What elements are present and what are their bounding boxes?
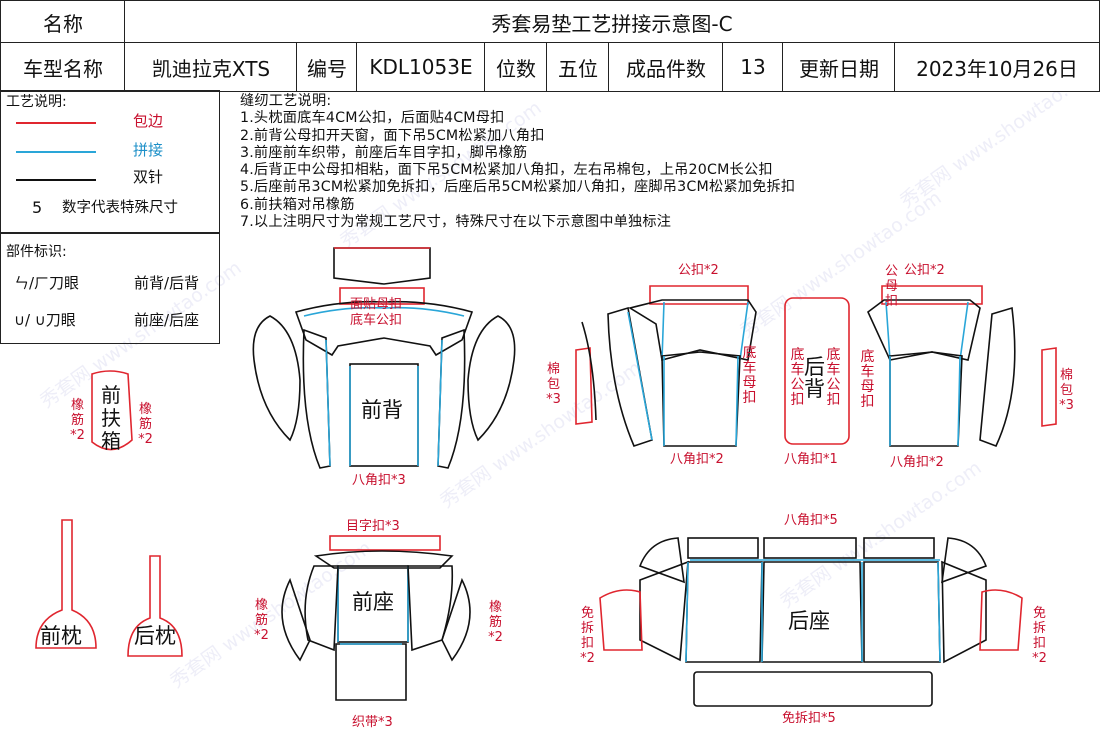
count-value-cell: 13 xyxy=(722,42,784,92)
process-step: 6.前扶箱对吊橡筋 xyxy=(240,196,355,213)
count-value: 13 xyxy=(740,55,766,79)
parts-legend-row2-symbol: ∪/ ∪刀眼 xyxy=(14,311,76,329)
code-label-cell: 编号 xyxy=(296,42,358,92)
front-back-top-note-2: 底车公扣 xyxy=(350,313,403,328)
front-back-pieces xyxy=(252,247,516,469)
legend-line-red xyxy=(16,122,96,124)
parts-legend-row2-text: 前座/后座 xyxy=(134,311,200,329)
rear-seat-pieces xyxy=(599,537,1023,707)
rear-seat-right-note: 免拆扣*2 xyxy=(1032,606,1047,666)
model-label-cell: 车型名称 xyxy=(0,42,126,92)
front-headrest-label: 前枕 xyxy=(40,624,82,648)
front-seat-pieces xyxy=(281,535,471,701)
name-label: 名称 xyxy=(43,11,83,36)
rear-back-left-side-note: 底车母扣 xyxy=(742,345,757,406)
model-label: 车型名称 xyxy=(23,56,103,81)
seats-label-cell: 位数 xyxy=(484,42,548,92)
count-label-cell: 成品件数 xyxy=(608,42,724,92)
process-title: 缝纫工艺说明: xyxy=(240,93,332,109)
armrest-piece xyxy=(91,370,133,451)
rear-back-bottom-right-note: 八角扣*2 xyxy=(890,455,944,470)
rear-back-left-top-note: 公扣*2 xyxy=(678,263,719,278)
model-value-cell: 凯迪拉克XTS xyxy=(124,42,298,92)
process-step: 2.前背公母扣开天窗，面下吊5CM松紧加八角扣 xyxy=(240,127,545,144)
rear-back-pieces xyxy=(575,285,1057,448)
date-value-cell: 2023年10月26日 xyxy=(894,42,1100,92)
front-back-bottom-note: 八角扣*3 xyxy=(352,473,406,488)
code-value: KDL1053E xyxy=(369,55,473,79)
rear-back-center-left-note: 底车公扣 xyxy=(790,347,805,408)
front-seat-left-note: 橡筋*2 xyxy=(254,598,269,643)
date-value: 2023年10月26日 xyxy=(916,56,1078,81)
rear-back-cotton-right: 棉包*3 xyxy=(1059,368,1074,413)
rear-back-right-side-note: 底车母扣 xyxy=(860,349,875,410)
legend-num-sample: 5 xyxy=(32,198,43,217)
model-value: 凯迪拉克XTS xyxy=(151,56,271,81)
process-step: 5.后座前吊3CM松紧加免拆扣，后座后吊5CM松紧加八角扣，座脚吊3CM松紧加免… xyxy=(240,179,796,196)
code-value-cell: KDL1053E xyxy=(356,42,486,92)
front-headrest-piece xyxy=(35,519,97,649)
rear-seat-label: 后座 xyxy=(788,609,830,633)
rear-back-center-right-note: 底车公扣 xyxy=(826,347,841,408)
rear-seat-top-note: 八角扣*5 xyxy=(784,513,838,528)
front-back-label: 前背 xyxy=(361,398,403,422)
rear-back-right-top-vnote: 公母扣 xyxy=(884,264,898,309)
armrest-left-note: 橡筋*2 xyxy=(70,398,85,443)
seats-value: 五位 xyxy=(558,56,598,81)
legend-box xyxy=(0,90,220,234)
legend-num-text: 数字代表特殊尺寸 xyxy=(62,200,178,216)
legend-title: 工艺说明: xyxy=(6,94,67,110)
process-step: 7.以上注明尺寸为常规工艺尺寸，特殊尺寸在以下示意图中单独标注 xyxy=(240,214,672,231)
seats-label: 位数 xyxy=(496,56,536,81)
front-back-top-note-1: 面贴母扣 xyxy=(350,297,403,312)
rear-back-label: 后背 xyxy=(804,355,825,401)
rear-seat-bottom-note: 免拆扣*5 xyxy=(782,711,836,726)
parts-legend-box xyxy=(0,232,220,344)
rear-back-cotton-left: 棉包*3 xyxy=(546,362,561,407)
process-notes: 缝纫工艺说明: 1.头枕面底车4CM公扣，后面贴4CM母扣 2.前背公母扣开天窗… xyxy=(240,93,795,231)
legend-label-wrap: 包边 xyxy=(133,112,164,130)
date-label: 更新日期 xyxy=(799,56,879,81)
process-step: 3.前座前车织带，前座后车目字扣，脚吊橡筋 xyxy=(240,144,528,161)
rear-headrest-piece xyxy=(127,555,183,657)
front-seat-bottom-note: 织带*3 xyxy=(352,715,393,730)
page-title: 秀套易垫工艺拼接示意图-C xyxy=(491,11,733,36)
rear-back-right-top-note: 公扣*2 xyxy=(904,263,945,278)
legend-line-blue xyxy=(16,151,96,153)
parts-legend-title: 部件标识: xyxy=(6,244,67,260)
process-step: 1.头枕面底车4CM公扣，后面贴4CM母扣 xyxy=(240,110,505,127)
front-seat-label: 前座 xyxy=(352,590,394,614)
rear-back-bottom-left-note: 八角扣*2 xyxy=(670,452,724,467)
legend-line-black xyxy=(16,179,96,181)
armrest-label: 前扶箱 xyxy=(101,383,121,453)
legend-label-joint: 拼接 xyxy=(133,141,164,159)
code-label: 编号 xyxy=(307,56,347,81)
front-seat-top-note: 目字扣*3 xyxy=(346,519,400,534)
rear-headrest-label: 后枕 xyxy=(134,624,176,648)
rear-back-bottom-center-note: 八角扣*1 xyxy=(784,452,838,467)
legend-label-double: 双针 xyxy=(133,168,164,186)
rear-seat-left-note: 免拆扣*2 xyxy=(580,606,595,666)
seats-value-cell: 五位 xyxy=(546,42,610,92)
count-label: 成品件数 xyxy=(626,56,706,81)
front-seat-right-note: 橡筋*2 xyxy=(488,600,503,645)
parts-legend-row1-text: 前背/后背 xyxy=(134,274,200,292)
parts-legend-row1-symbol: ㄣ/ㄏ刀眼 xyxy=(14,274,80,292)
name-label-cell: 名称 xyxy=(0,0,126,44)
process-step: 4.后背正中公母扣相粘，面下吊5CM松紧加八角扣，左右吊棉包，上吊20CM长公扣 xyxy=(240,162,773,179)
armrest-right-note: 橡筋*2 xyxy=(138,402,153,447)
